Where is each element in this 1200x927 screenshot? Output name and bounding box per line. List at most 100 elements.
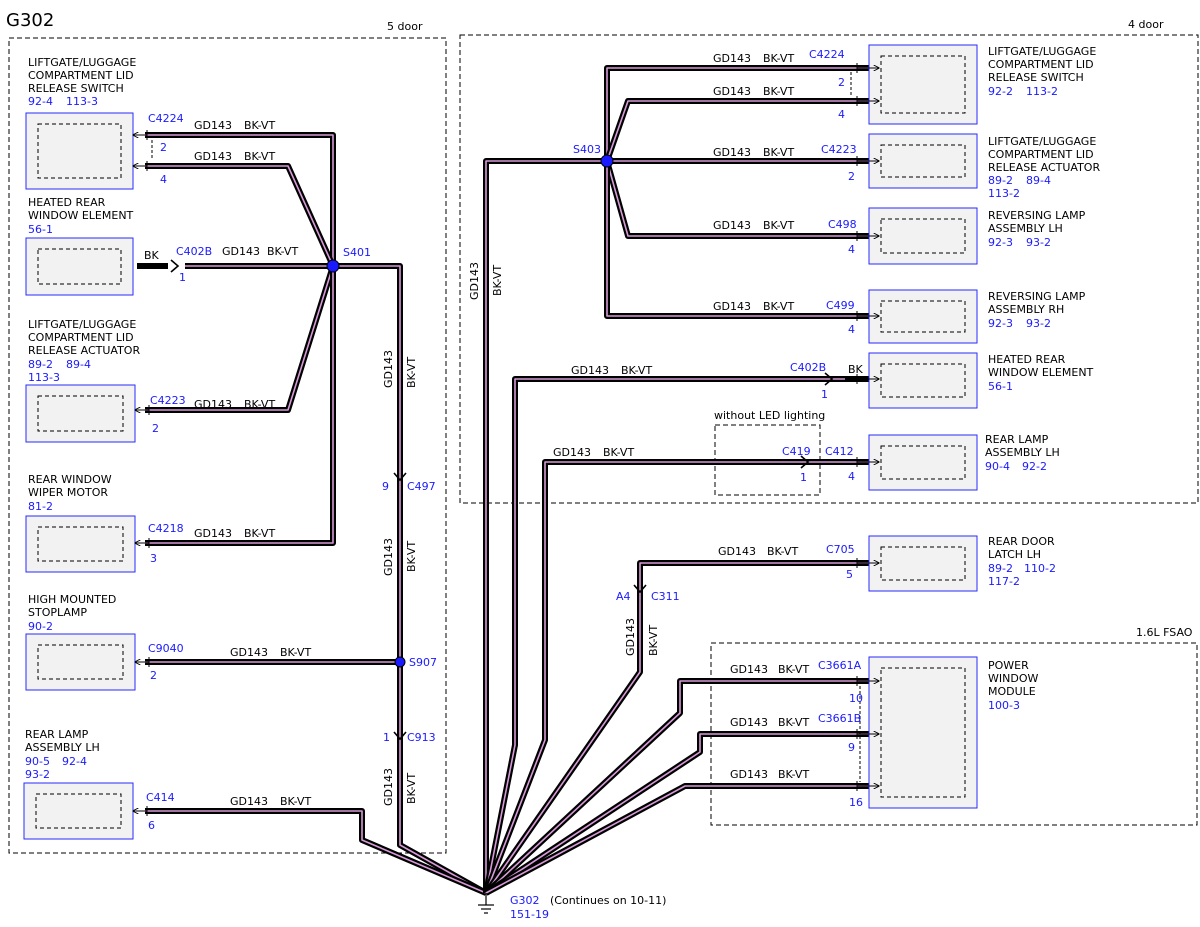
svg-text:COMPARTMENT LID: COMPARTMENT LID bbox=[28, 331, 134, 344]
svg-text:113-3: 113-3 bbox=[66, 95, 98, 108]
svg-text:BK-VT: BK-VT bbox=[405, 773, 418, 804]
svg-text:BK-VT: BK-VT bbox=[763, 52, 794, 65]
svg-text:C3661B: C3661B bbox=[818, 712, 861, 725]
svg-text:BK-VT: BK-VT bbox=[280, 646, 311, 659]
left-trunk-labels: GD143 BK-VT GD143 BK-VT GD143 BK-VT bbox=[382, 350, 418, 806]
svg-text:92-3: 92-3 bbox=[988, 317, 1013, 330]
right-pwm-box bbox=[868, 656, 978, 809]
svg-text:GD143: GD143 bbox=[230, 795, 268, 808]
wire-stripe-2 bbox=[145, 265, 334, 411]
svg-text:BK-VT: BK-VT bbox=[491, 265, 504, 296]
right-power-window-module: POWER WINDOW MODULE 100-3 C3661A 10 C366… bbox=[730, 659, 1038, 809]
left-rearlamp-box-inner bbox=[35, 793, 122, 829]
c497-chevron bbox=[393, 472, 407, 482]
svg-text:RELEASE ACTUATOR: RELEASE ACTUATOR bbox=[988, 161, 1100, 174]
svg-text:WIPER MOTOR: WIPER MOTOR bbox=[28, 486, 108, 499]
c402b-right-chevron bbox=[824, 372, 834, 386]
svg-text:REAR DOOR: REAR DOOR bbox=[988, 535, 1055, 548]
svg-text:C4224: C4224 bbox=[148, 112, 184, 125]
svg-text:C414: C414 bbox=[146, 791, 175, 804]
right-actuator-box-inner bbox=[880, 144, 966, 178]
svg-text:110-2: 110-2 bbox=[1024, 562, 1056, 575]
svg-text:BK: BK bbox=[848, 363, 864, 376]
left-switch-box-inner bbox=[37, 123, 122, 179]
left-wiper-motor: REAR WINDOW WIPER MOTOR 81-2 C4218 3 GD1… bbox=[28, 473, 275, 565]
svg-text:BK-VT: BK-VT bbox=[603, 446, 634, 459]
svg-text:COMPARTMENT LID: COMPARTMENT LID bbox=[988, 58, 1094, 71]
c913-label: C913 bbox=[407, 731, 436, 744]
svg-text:BK-VT: BK-VT bbox=[405, 357, 418, 388]
svg-text:C419: C419 bbox=[782, 445, 811, 458]
svg-text:2: 2 bbox=[152, 422, 159, 435]
c402b-left-chevron bbox=[170, 259, 180, 273]
ground-ref: 151-19 bbox=[510, 908, 549, 921]
svg-text:BK-VT: BK-VT bbox=[647, 625, 660, 656]
led-label: without LED lighting bbox=[714, 409, 825, 422]
svg-text:GD143: GD143 bbox=[571, 364, 609, 377]
svg-text:RELEASE SWITCH: RELEASE SWITCH bbox=[988, 71, 1084, 84]
c311-chevron bbox=[633, 584, 647, 594]
svg-text:GD143: GD143 bbox=[553, 446, 591, 459]
svg-text:GD143: GD143 bbox=[194, 119, 232, 132]
svg-text:81-2: 81-2 bbox=[28, 500, 53, 513]
svg-text:4: 4 bbox=[848, 470, 855, 483]
right-heated-rear-window: HEATED REAR WINDOW ELEMENT 56-1 BK C402B… bbox=[571, 353, 1094, 401]
c913-chevron bbox=[393, 731, 407, 741]
splice-s401 bbox=[326, 259, 340, 273]
svg-text:4: 4 bbox=[848, 323, 855, 336]
right-rear-door-latch: REAR DOOR LATCH LH 89-2 110-2 117-2 C705… bbox=[718, 535, 1056, 588]
svg-text:100-3: 100-3 bbox=[988, 699, 1020, 712]
c497-pin: 9 bbox=[382, 480, 389, 493]
svg-text:BK-VT: BK-VT bbox=[244, 527, 275, 540]
svg-text:BK-VT: BK-VT bbox=[763, 146, 794, 159]
svg-text:C4223: C4223 bbox=[821, 143, 857, 156]
center-trunk-labels: GD143 BK-VT GD143 BK-VT bbox=[468, 262, 660, 656]
svg-text:HEATED REAR: HEATED REAR bbox=[28, 196, 106, 209]
svg-text:GD143: GD143 bbox=[713, 52, 751, 65]
left-wiper-box-inner bbox=[37, 526, 124, 562]
svg-text:GD143: GD143 bbox=[624, 618, 637, 656]
ground-name: G302 bbox=[510, 894, 540, 907]
right-revrh-box bbox=[868, 289, 978, 344]
ground-note: (Continues on 10-11) bbox=[550, 894, 666, 907]
wire-stripe-8 bbox=[606, 67, 880, 161]
svg-text:GD143: GD143 bbox=[230, 646, 268, 659]
svg-text:ASSEMBLY RH: ASSEMBLY RH bbox=[988, 303, 1064, 316]
svg-text:GD143: GD143 bbox=[382, 538, 395, 576]
svg-text:BK-VT: BK-VT bbox=[405, 541, 418, 572]
svg-text:REAR WINDOW: REAR WINDOW bbox=[28, 473, 112, 486]
svg-text:GD143: GD143 bbox=[713, 219, 751, 232]
wire-stripe-12 bbox=[606, 161, 880, 317]
wire-stripe-3 bbox=[145, 266, 334, 544]
wire-stripe-1 bbox=[145, 165, 334, 267]
left-stoplamp-box-inner bbox=[37, 644, 124, 680]
wire-stripe-16 bbox=[485, 680, 880, 894]
svg-text:GD143: GD143 bbox=[713, 146, 751, 159]
right-rearlamp-box-inner bbox=[880, 445, 966, 480]
right-rear-lamp-lh: REAR LAMP ASSEMBLY LH 90-4 92-2 C412 4 C… bbox=[553, 433, 1060, 484]
svg-text:92-2: 92-2 bbox=[1022, 460, 1047, 473]
c311-pin: A4 bbox=[616, 590, 631, 603]
svg-text:BK: BK bbox=[144, 249, 160, 262]
svg-text:BK-VT: BK-VT bbox=[763, 300, 794, 313]
svg-text:BK-VT: BK-VT bbox=[244, 398, 275, 411]
c311-label: C311 bbox=[651, 590, 680, 603]
svg-text:10: 10 bbox=[849, 692, 863, 705]
c497-label: C497 bbox=[407, 480, 436, 493]
svg-text:BK-VT: BK-VT bbox=[778, 716, 809, 729]
svg-text:GD143: GD143 bbox=[713, 300, 751, 313]
svg-text:HIGH MOUNTED: HIGH MOUNTED bbox=[28, 593, 116, 606]
wire-stripe-7 bbox=[485, 160, 607, 893]
svg-text:GD143: GD143 bbox=[194, 150, 232, 163]
svg-text:1: 1 bbox=[179, 271, 186, 284]
svg-text:WINDOW ELEMENT: WINDOW ELEMENT bbox=[988, 366, 1094, 379]
svg-text:89-2: 89-2 bbox=[988, 174, 1013, 187]
wire-17 bbox=[484, 731, 880, 896]
svg-text:GD143: GD143 bbox=[468, 262, 481, 300]
right-switch-box-inner bbox=[880, 55, 966, 114]
svg-text:COMPARTMENT LID: COMPARTMENT LID bbox=[988, 148, 1094, 161]
left-liftgate-switch: LIFTGATE/LUGGAGE COMPARTMENT LID RELEASE… bbox=[28, 56, 275, 186]
right-pwm-box-inner bbox=[880, 667, 966, 798]
svg-text:LIFTGATE/LUGGAGE: LIFTGATE/LUGGAGE bbox=[28, 318, 136, 331]
svg-text:POWER: POWER bbox=[988, 659, 1029, 672]
